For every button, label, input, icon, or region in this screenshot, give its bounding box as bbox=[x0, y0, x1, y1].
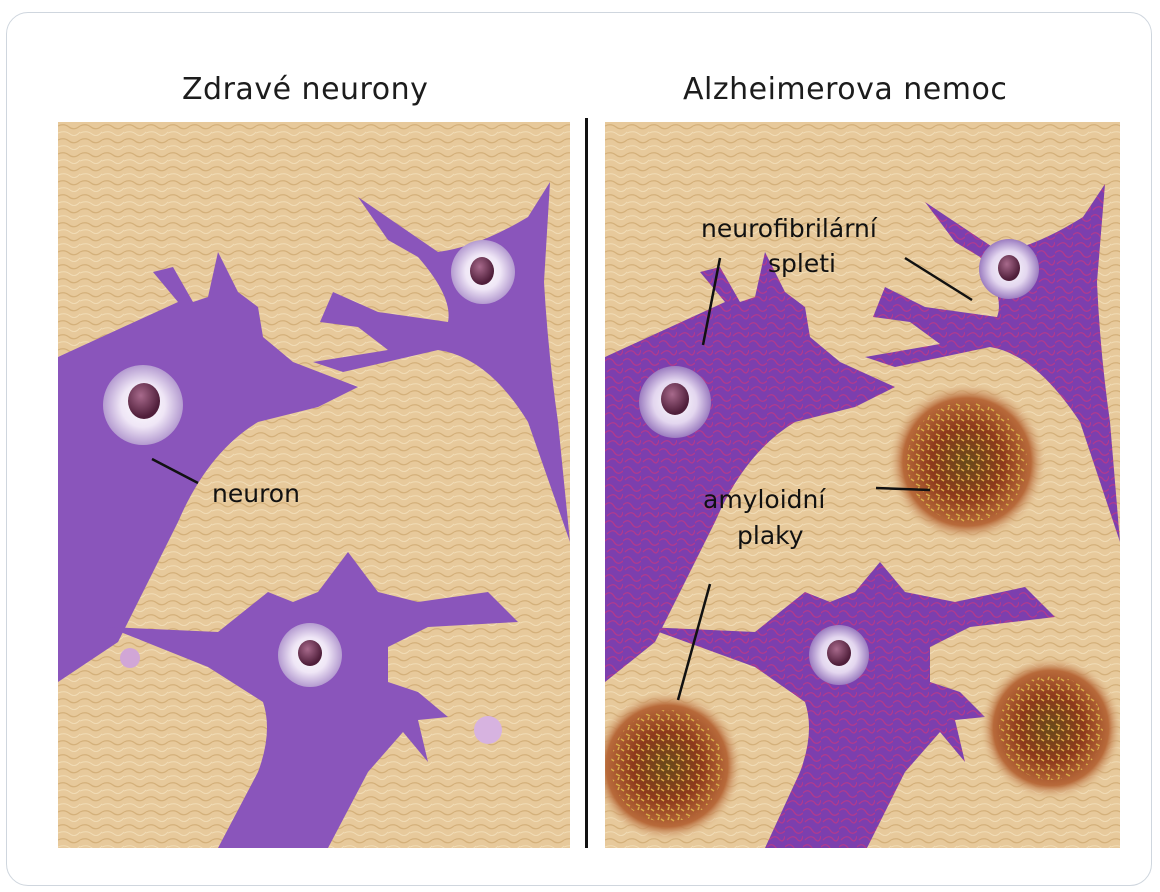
disease-panel-title: Alzheimerova nemoc bbox=[683, 72, 1007, 107]
plaques-label-line1: amyloidní bbox=[703, 484, 825, 516]
tangles-label-line2: spleti bbox=[768, 248, 836, 280]
healthy-panel-title: Zdravé neurony bbox=[182, 72, 428, 107]
healthy-neurons-illustration bbox=[58, 122, 570, 848]
tangles-label-line1: neurofibrilární bbox=[701, 213, 877, 245]
amyloid-plaque bbox=[887, 382, 1047, 542]
neuron-label: neuron bbox=[212, 478, 300, 510]
panel-divider bbox=[585, 118, 588, 848]
amyloid-plaque bbox=[979, 656, 1120, 800]
plaques-label-line2: plaky bbox=[737, 520, 804, 552]
